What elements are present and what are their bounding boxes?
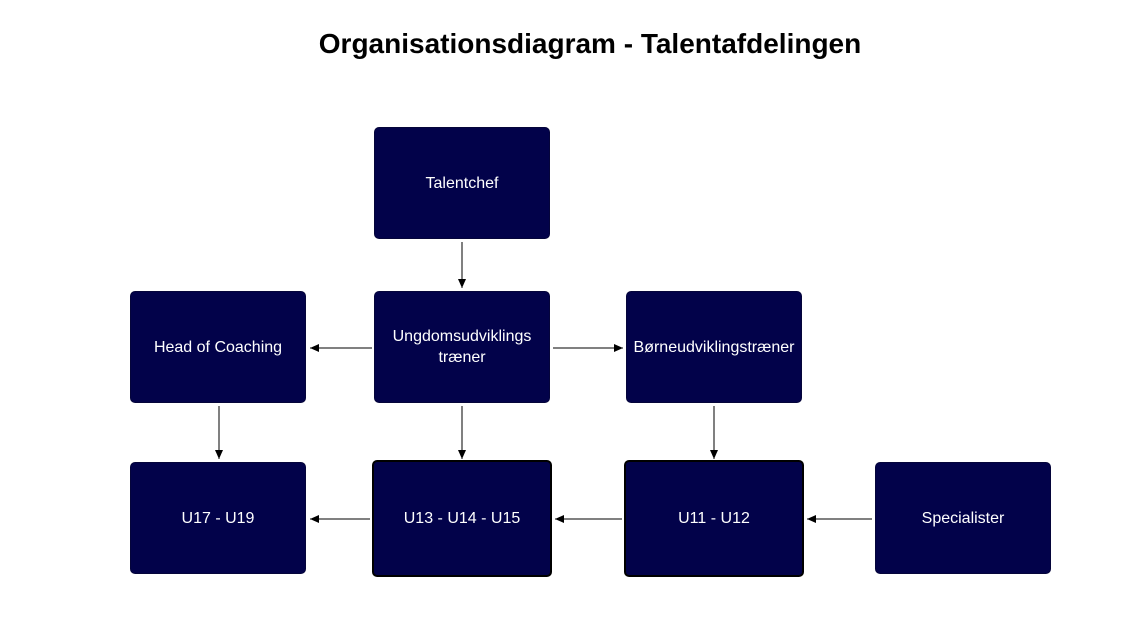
node-label-u13-u14-u15: U13 - U14 - U15 bbox=[403, 510, 521, 527]
node-label-talentchef: Talentchef bbox=[425, 174, 499, 192]
diagram-title: Organisationsdiagram - Talentafdelingen bbox=[318, 28, 862, 59]
node-label-borneudviklingstraener: Børneudviklingstræner bbox=[633, 338, 795, 356]
node-label-ungdomsudviklings-traener: Ungdomsudviklings træner bbox=[392, 328, 532, 366]
node-talentchef: Talentchef bbox=[374, 127, 550, 239]
node-specialister: Specialister bbox=[875, 462, 1051, 574]
node-u13-u14-u15: U13 - U14 - U15 bbox=[372, 460, 552, 577]
node-head-of-coaching: Head of Coaching bbox=[130, 291, 306, 403]
node-u11-u12: U11 - U12 bbox=[624, 460, 804, 577]
node-borneudviklingstraener: Børneudviklingstræner bbox=[626, 291, 802, 403]
node-u17-u19: U17 - U19 bbox=[130, 462, 306, 574]
node-ungdomsudviklings-traener: Ungdomsudviklings træner bbox=[374, 291, 550, 403]
node-label-u11-u12: U11 - U12 bbox=[678, 510, 750, 527]
node-label-head-of-coaching: Head of Coaching bbox=[153, 338, 283, 356]
node-label-specialister: Specialister bbox=[921, 509, 1005, 527]
node-label-u17-u19: U17 - U19 bbox=[181, 509, 255, 527]
